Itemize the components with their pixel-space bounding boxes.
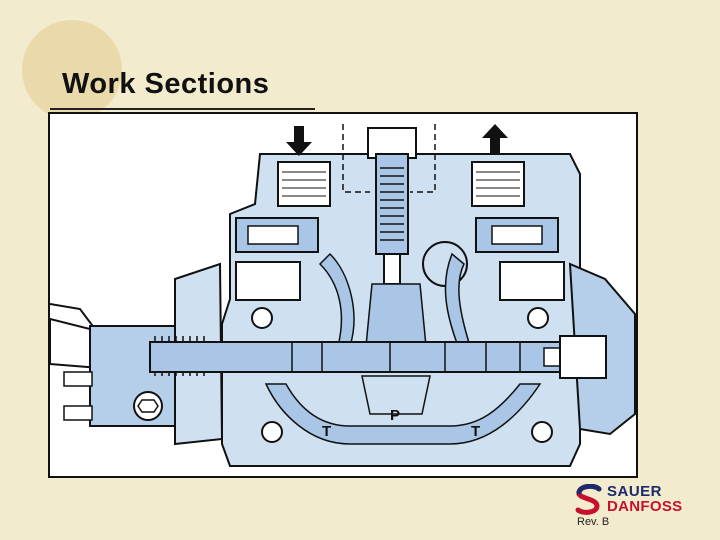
- anti-cavitation-left: [235, 261, 301, 301]
- check-valve-right: [475, 217, 559, 253]
- pilot-line-right: [410, 124, 436, 193]
- adjust-screw-upper: [63, 371, 93, 387]
- revision-label: Rev. B: [577, 516, 610, 528]
- lever-pivot-nut: [133, 391, 163, 421]
- pressure-gallery: [361, 375, 431, 415]
- anti-cavitation-right: [499, 261, 565, 301]
- mount-hole-right: [531, 421, 553, 443]
- tank-port-right-label: T: [471, 423, 480, 440]
- logo-word-sauer: SAUER: [607, 483, 663, 500]
- relief-valve-poppet: [383, 253, 401, 285]
- relief-valve-body: [375, 153, 409, 255]
- lower-gallery: [264, 383, 542, 445]
- work-port-a: [277, 161, 331, 207]
- work-port-b: [471, 161, 525, 207]
- pressure-channel: [365, 283, 427, 347]
- spool: [149, 341, 606, 373]
- valve-section-diagram: P T T: [48, 112, 638, 478]
- arrow-down-icon: [286, 126, 312, 156]
- sauer-danfoss-s-logo-icon: [575, 484, 602, 515]
- check-valve-left: [235, 217, 319, 253]
- relief-valve-spring: [380, 167, 404, 241]
- arrow-up-icon: [482, 124, 508, 154]
- adjust-screw-lower: [63, 405, 93, 421]
- page-title: Work Sections: [62, 68, 270, 100]
- title-underline: [50, 108, 315, 110]
- plug-left: [251, 307, 273, 329]
- plug-right: [527, 307, 549, 329]
- sauer-danfoss-logo: SAUER DANFOSS: [575, 482, 695, 518]
- pilot-line-left: [342, 124, 370, 193]
- spool-end-cover: [559, 335, 607, 379]
- decorative-circle: [22, 20, 122, 120]
- tank-port-left-label: T: [322, 423, 331, 440]
- pivot-hex: [137, 399, 159, 413]
- mount-hole-left: [261, 421, 283, 443]
- logo-word-danfoss: DANFOSS: [607, 498, 683, 515]
- valve-cross-section: P T T: [50, 124, 636, 467]
- pressure-port-label: P: [390, 407, 400, 424]
